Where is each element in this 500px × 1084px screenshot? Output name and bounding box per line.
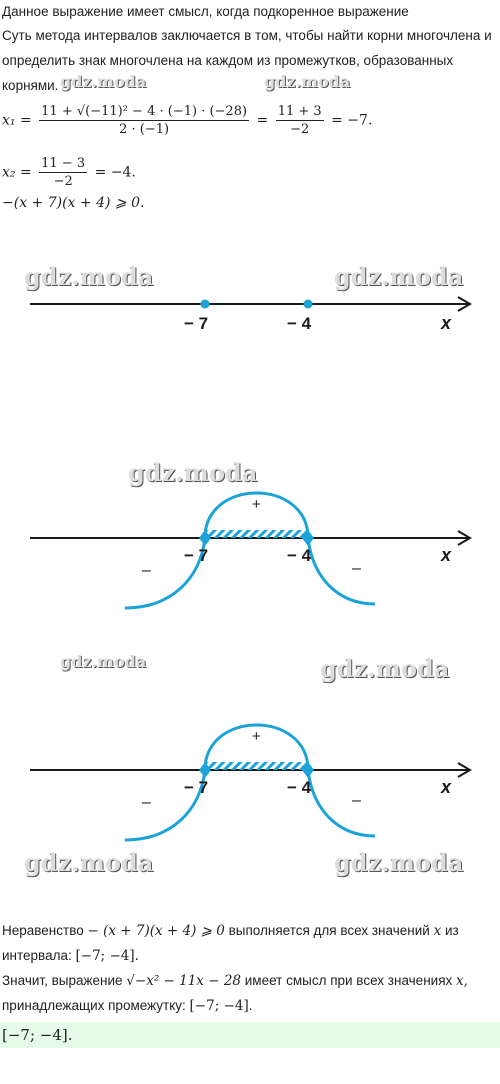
axis-label: x (440, 545, 452, 565)
conclusion-line-4: принадлежащих промежутку: [−7; −4]. (2, 998, 253, 1014)
watermark: gdz.moda (334, 848, 464, 877)
sign-left: – (142, 562, 151, 579)
marker-minus-7 (199, 530, 211, 546)
inequality-inline: − (x + 7)(x + 4) ⩾ 0 (87, 923, 225, 939)
tick-label-minus-4: − 4 (287, 314, 312, 333)
x1-fraction: 11 + √(−11)² − 4 · (−1) · (−28) 2 · (−1) (39, 104, 250, 137)
sign-arc-left-negative (124, 537, 207, 610)
answer-value: [−7; −4]. (2, 1026, 73, 1044)
intro-line-3: определить знак многочлена на каждом из … (2, 53, 454, 68)
conclusion-line-3: Значит, выражение √−x² − 11x − 28 имеет … (2, 973, 468, 989)
watermark: gdz.moda (24, 848, 154, 877)
x1-numerator: 11 + √(−11)² − 4 · (−1) · (−28) (39, 104, 250, 121)
watermark: gdz.moda (24, 262, 154, 291)
tick-label-minus-4: − 4 (287, 778, 312, 797)
number-line-figure-1: − 7 − 4 x (30, 296, 472, 333)
sign-diagram-figure-3: − 7 − 4 x – + – (30, 723, 472, 842)
sign-right: – (352, 560, 361, 577)
x1-mid-numerator: 11 + 3 (275, 104, 324, 121)
conclusion-line-2: интервала: [−7; −4]. (2, 948, 139, 964)
axis-label: x (440, 313, 452, 333)
watermark: gdz.moda (264, 72, 351, 91)
root-expression-inline: √−x² − 11x − 28 (126, 973, 241, 989)
point-minus-7 (200, 299, 210, 309)
tick-label-minus-7: − 7 (184, 314, 208, 333)
sign-left: – (142, 794, 151, 811)
sign-arc-right-negative (306, 537, 376, 606)
intro-line-4: корнями. (2, 78, 59, 93)
interval-inline: [−7; −4]. (75, 948, 139, 964)
intro-line-2: Суть метода интервалов заключается в том… (2, 28, 492, 43)
watermark: gdz.moda (60, 652, 147, 671)
equation-x2: x₂ = 11 − 3 −2 = −4. (2, 156, 136, 189)
x2-label: x₂ = (2, 164, 32, 181)
x1-denominator: 2 · (−1) (119, 122, 170, 137)
marker-minus-4 (302, 762, 314, 778)
conclusion-line-1: Неравенство − (x + 7)(x + 4) ⩾ 0 выполня… (2, 923, 459, 939)
sign-middle: + (252, 728, 261, 745)
x1-mid-denominator: −2 (290, 122, 310, 137)
interval-inline: [−7; −4] (189, 998, 249, 1014)
marker-minus-7 (199, 762, 211, 778)
sign-arc-positive (203, 491, 310, 539)
answer-box: [−7; −4]. (0, 1022, 500, 1048)
x1-label: x₁ = (2, 112, 32, 129)
hatched-interval (205, 530, 308, 538)
axis-arrow-icon (457, 762, 472, 778)
x1-mid-fraction: 11 + 3 −2 (275, 104, 324, 137)
sign-arc-left-negative (124, 769, 207, 842)
axis-label: x (440, 777, 452, 797)
tick-label-minus-7: − 7 (184, 546, 208, 565)
hatched-interval (205, 762, 308, 770)
sign-diagram-figure-2: − 7 − 4 x – + – (30, 491, 472, 610)
axis-arrow-icon (457, 530, 472, 546)
watermark: gdz.moda (334, 262, 464, 291)
sign-arc-right-negative (306, 769, 376, 838)
tick-label-minus-7: − 7 (184, 778, 208, 797)
sign-arc-positive (203, 723, 310, 771)
x1-result: = −7. (331, 112, 373, 129)
equation-x1: x₁ = 11 + √(−11)² − 4 · (−1) · (−28) 2 ·… (2, 104, 373, 137)
marker-minus-4 (302, 530, 314, 546)
x2-numerator: 11 − 3 (39, 156, 88, 173)
tick-label-minus-4: − 4 (287, 546, 312, 565)
x2-result: = −4. (94, 164, 136, 181)
inequality: −(x + 7)(x + 4) ⩾ 0. (2, 195, 145, 211)
axis-arrow-icon (457, 296, 472, 312)
sign-right: – (352, 792, 361, 809)
x2-denominator: −2 (53, 174, 73, 189)
watermark: gdz.moda (60, 72, 147, 91)
watermark: gdz.moda (320, 654, 450, 683)
watermark: gdz.moda (128, 458, 258, 487)
point-minus-4 (303, 299, 313, 309)
sign-middle: + (252, 496, 261, 513)
intro-line-1: Данное выражение имеет смысл, когда подк… (2, 4, 409, 19)
x2-fraction: 11 − 3 −2 (39, 156, 88, 189)
